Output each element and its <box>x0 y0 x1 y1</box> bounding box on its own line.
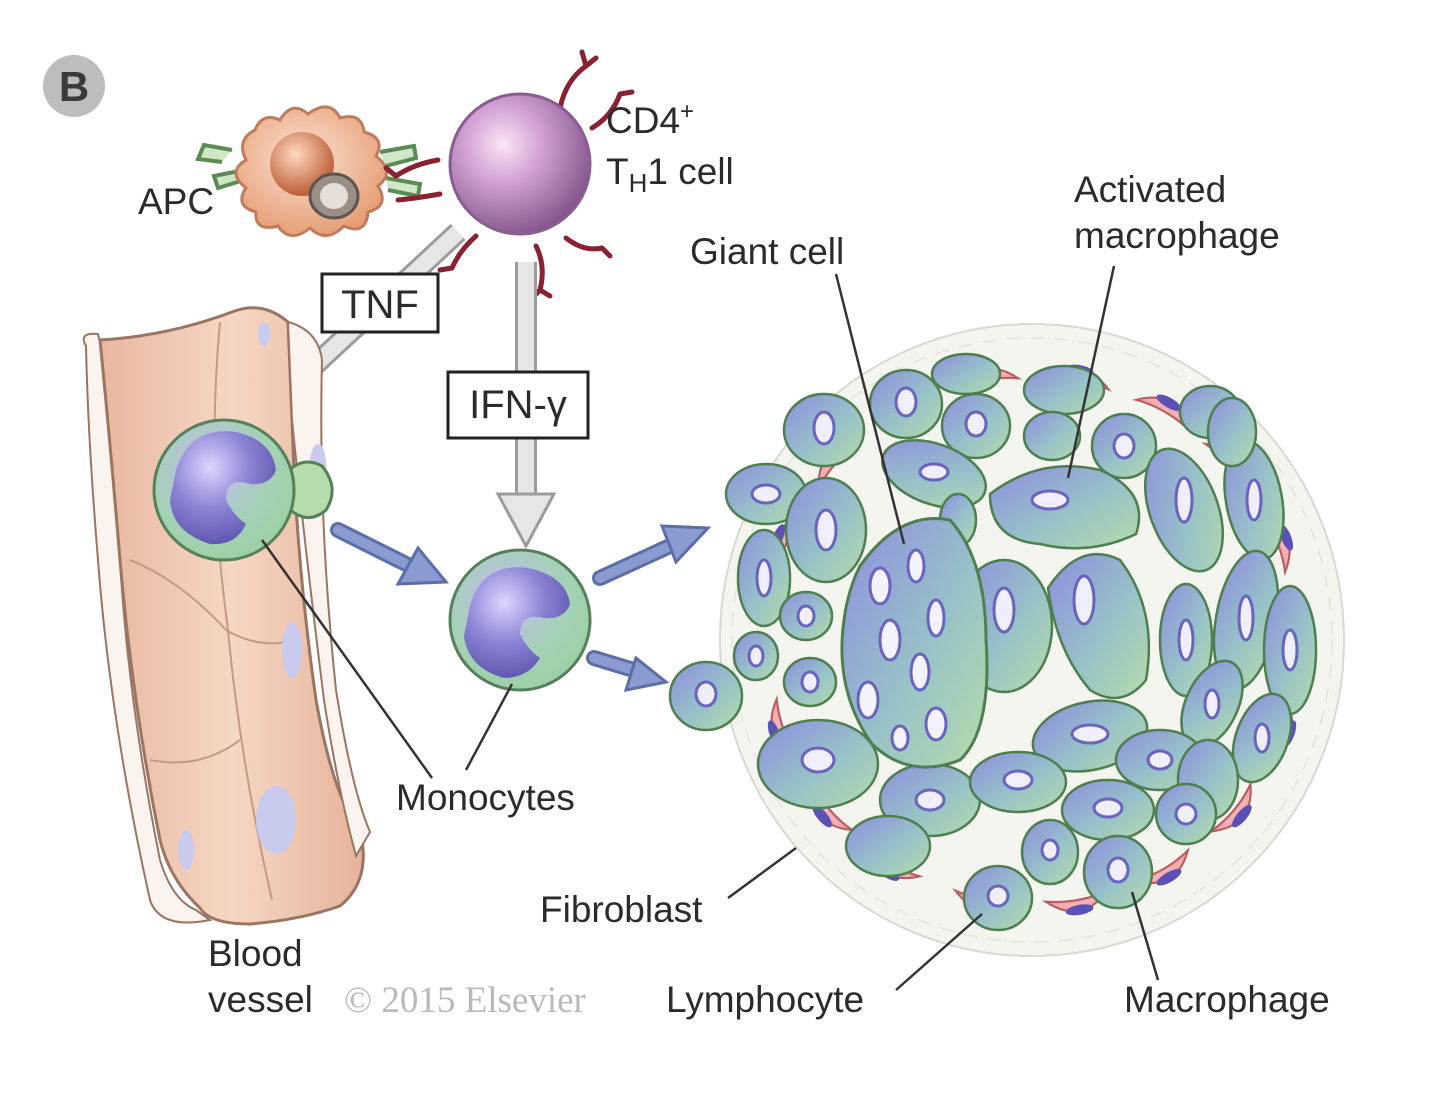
monocyte <box>448 548 592 692</box>
vessel-monocyte <box>152 418 334 562</box>
th1-cell-label: TH1 cell <box>606 151 734 198</box>
monocytes-leader-vessel <box>260 539 434 779</box>
leader-lines <box>260 265 1160 991</box>
activated-macrophage-label-line1: Activated <box>1074 169 1226 210</box>
flow-arrow-to-monocyte <box>330 522 450 586</box>
lymphocyte-label: Lymphocyte <box>666 979 864 1020</box>
flow-arrow-to-granuloma-lower <box>586 650 670 692</box>
monocytes-leader-center <box>464 683 514 771</box>
monocytes-label: Monocytes <box>396 777 575 818</box>
macrophage-label: Macrophage <box>1124 979 1330 1020</box>
granuloma <box>668 323 1345 957</box>
apc-label: APC <box>138 181 214 222</box>
ifn-gamma-box: IFN-γ <box>446 370 590 440</box>
tnf-label: TNF <box>341 283 419 327</box>
giant-cell-label: Giant cell <box>690 231 844 272</box>
copyright-text: © 2015 Elsevier <box>344 980 586 1021</box>
cd4-label: CD4+ <box>606 98 694 141</box>
macrophage-nuclei <box>694 386 1299 908</box>
tnf-box: TNF <box>320 272 440 334</box>
giant-cell <box>840 517 989 769</box>
ifn-gamma-label: IFN-γ <box>469 383 567 427</box>
panel-badge-letter: B <box>59 63 89 110</box>
activated-macrophage-label-line2: macrophage <box>1074 215 1280 256</box>
giant-cell-leader <box>834 273 906 545</box>
th1-cell <box>383 49 635 301</box>
macrophage-leader <box>1130 891 1160 981</box>
panel-badge: B <box>43 55 105 117</box>
fibroblast-label: Fibroblast <box>540 889 703 930</box>
fibroblast-leader <box>727 846 797 900</box>
blood-vessel-label-line2: vessel <box>208 979 313 1020</box>
blood-vessel-label-line1: Blood <box>208 933 303 974</box>
flow-arrow-to-granuloma-upper <box>592 524 712 586</box>
blood-vessel <box>82 306 372 926</box>
lymphocyte-leader <box>895 913 983 991</box>
activated-macrophage-leader <box>1066 265 1116 479</box>
apc-cell <box>195 105 423 237</box>
